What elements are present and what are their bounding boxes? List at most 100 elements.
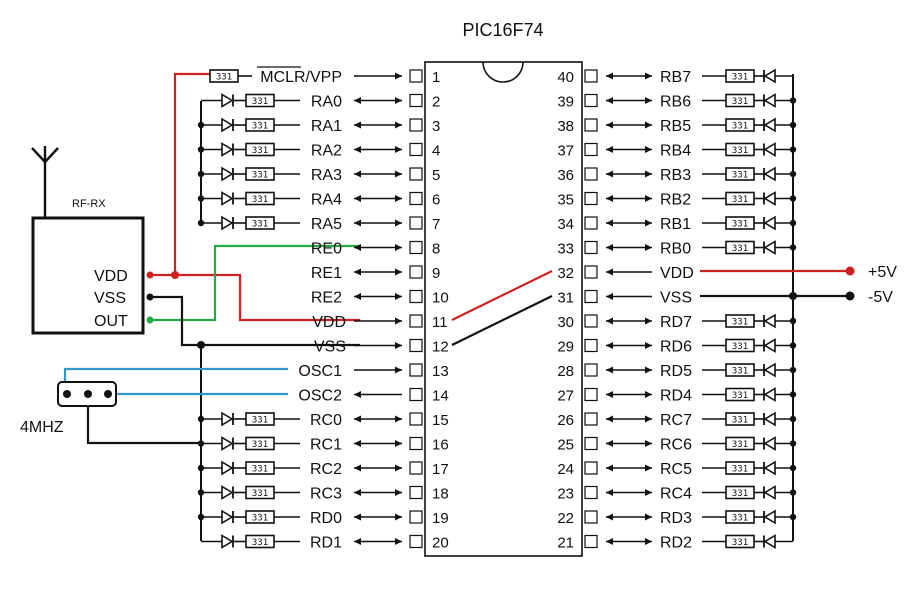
arrow-head-l-37 <box>606 146 613 153</box>
pin-number-36: 36 <box>557 167 574 184</box>
resistor-21: 331 <box>725 534 755 549</box>
pin-label-29: RD6 <box>660 339 692 356</box>
resistor-35: 331 <box>725 191 755 206</box>
led-icon-21-triangle <box>763 534 776 549</box>
pin-number-5: 5 <box>432 167 440 184</box>
led-icon-23-triangle <box>763 485 776 500</box>
mclr-resistor: 331 <box>209 69 239 83</box>
bus-junction-38 <box>789 121 797 129</box>
resistor-4-label: 331 <box>252 146 268 156</box>
pin-number-17: 17 <box>432 461 449 478</box>
led-icon-3 <box>221 117 234 133</box>
bus-junction-28 <box>789 366 797 374</box>
pin-box-31 <box>584 289 598 304</box>
left-bus-junction <box>197 341 205 349</box>
pin-box-29 <box>584 338 598 353</box>
arrow-head-r-8 <box>395 244 402 251</box>
antenna-icon <box>31 146 59 218</box>
led-icon-2-triangle <box>221 93 234 108</box>
arrow-head-r-37 <box>645 146 652 153</box>
arrow-head-r-38 <box>645 121 652 129</box>
led-icon-3-triangle <box>221 117 234 133</box>
resistor-40: 331 <box>725 69 755 83</box>
pin-label-35: RB2 <box>660 192 691 209</box>
arrow-head-l-22 <box>606 513 613 521</box>
resistor-7-label: 331 <box>252 220 268 230</box>
resistor-17: 331 <box>245 461 275 475</box>
bus-junction-22 <box>789 513 797 521</box>
pin-box-16 <box>409 436 423 451</box>
crystal-label: 4MHZ <box>20 419 64 436</box>
arrow-head-r-28 <box>645 366 652 374</box>
led-icon-38-triangle <box>763 117 776 133</box>
vdd-wire-rf <box>150 273 360 322</box>
led-icon-6 <box>221 191 234 206</box>
arrow-head-r-34 <box>645 219 652 227</box>
pin-number-40: 40 <box>557 69 574 86</box>
crystal-pin-3 <box>104 390 112 398</box>
arrow-head-l-31 <box>606 293 613 300</box>
resistor-16-label: 331 <box>252 440 268 450</box>
bus-junction-34 <box>789 219 797 227</box>
resistor-5-label: 331 <box>252 171 268 181</box>
pin-box-7 <box>409 216 423 230</box>
resistor-25-label: 331 <box>732 440 748 450</box>
pin-box-21 <box>584 534 598 549</box>
pin-number-7: 7 <box>432 216 440 233</box>
resistor-40-label: 331 <box>732 73 748 83</box>
resistor-20: 331 <box>245 534 275 549</box>
rf-module-body <box>31 216 145 335</box>
arrow-head-l-21 <box>606 538 613 545</box>
bus-junction-26 <box>789 415 797 423</box>
pin-number-11: 11 <box>432 314 448 331</box>
pin-label-34: RB1 <box>660 216 691 233</box>
arrow-head-r-11 <box>395 317 402 325</box>
pin-label-25: RC6 <box>660 437 692 454</box>
arrow-head-l-32 <box>606 268 613 276</box>
bus-junction-16 <box>197 440 205 447</box>
resistor-36: 331 <box>725 167 755 181</box>
arrow-head-r-35 <box>645 195 652 202</box>
pin-label-17: RC2 <box>310 461 342 478</box>
arrow-head-l-10 <box>354 293 361 300</box>
arrow-head-r-40 <box>645 72 652 80</box>
pin-box-9 <box>409 265 423 279</box>
rf-module-title: RF-RX <box>72 198 106 210</box>
resistor-38: 331 <box>725 118 755 132</box>
pin-label-19: RD0 <box>310 510 342 527</box>
arrow-head-r-4 <box>395 146 402 153</box>
led-icon-7 <box>221 215 234 231</box>
arrow-head-l-14 <box>354 391 361 398</box>
led-icon-5 <box>221 166 234 182</box>
pin-number-39: 39 <box>557 94 574 111</box>
arrow-head-r-27 <box>645 391 652 398</box>
bus-junction-35 <box>789 195 797 202</box>
pin-box-40 <box>584 69 598 83</box>
pin-number-6: 6 <box>432 192 440 209</box>
arrow-head-r-29 <box>645 342 652 349</box>
arrow-head-l-36 <box>606 170 613 178</box>
pin-number-26: 26 <box>557 412 574 429</box>
pin-number-25: 25 <box>557 437 574 454</box>
led-icon-29-triangle <box>763 338 776 353</box>
resistor-33: 331 <box>725 240 755 255</box>
pin-label-12: VSS <box>314 339 346 356</box>
pin-box-24 <box>584 461 598 475</box>
arrow-head-l-9 <box>354 268 361 276</box>
led-icon-17 <box>221 460 234 476</box>
led-icon-37-triangle <box>763 142 776 157</box>
resistor-20-label: 331 <box>252 538 268 548</box>
bus-junction-37 <box>789 146 797 153</box>
pin-number-18: 18 <box>432 486 449 503</box>
